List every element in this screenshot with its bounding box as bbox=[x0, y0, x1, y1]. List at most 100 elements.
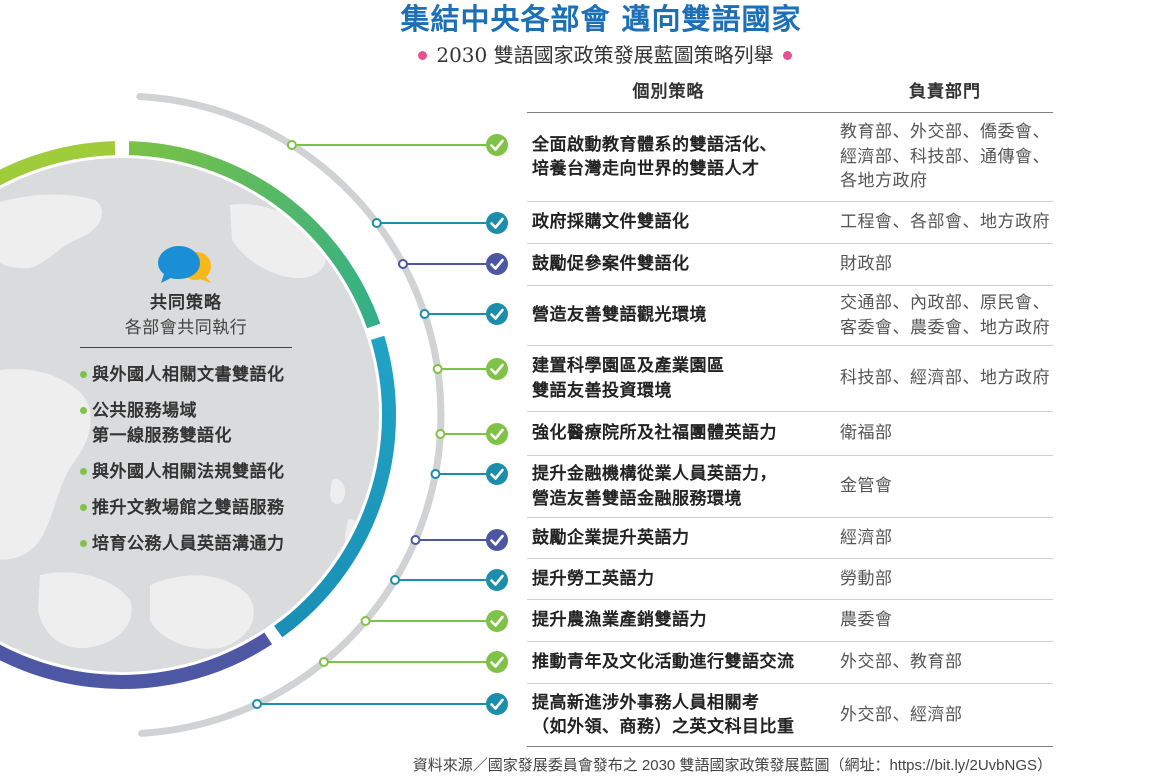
check-mark bbox=[490, 468, 504, 480]
check-circle-icon bbox=[486, 651, 508, 673]
map-landmass bbox=[150, 575, 254, 649]
table-row: 政府採購文件雙語化工程會、各部會、地方政府 bbox=[527, 202, 1053, 244]
strategy-cell: 營造友善雙語觀光環境 bbox=[532, 305, 707, 325]
check-circle-icon bbox=[486, 529, 508, 551]
connector-dot bbox=[397, 259, 408, 269]
check-mark bbox=[490, 217, 504, 229]
map-landmass bbox=[230, 204, 326, 279]
strategy-cell: 建置科學園區及產業園區 雙語友善投資環境 bbox=[532, 356, 725, 400]
ring-segment-teal bbox=[274, 335, 397, 638]
connector-dot bbox=[430, 469, 441, 479]
check-circle-bg bbox=[486, 651, 508, 673]
check-circle-bg bbox=[486, 212, 508, 234]
row-connector bbox=[371, 212, 508, 234]
connector-dot bbox=[435, 429, 446, 439]
table-row: 鼓勵企業提升英語力 經濟部 bbox=[527, 518, 1053, 559]
check-mark bbox=[490, 258, 504, 270]
strategy-cell: 推動青年及文化活動進行雙語交流 bbox=[532, 652, 795, 672]
common-strategy-title: 共同策略 bbox=[150, 293, 222, 312]
row-connector bbox=[435, 423, 508, 445]
strategy-cell: 全面啟動教育體系的雙語活化、 培養台灣走向世界的雙語人才 bbox=[532, 134, 777, 179]
row-connector bbox=[432, 358, 508, 380]
department-cell: 勞動部 bbox=[840, 568, 893, 588]
map-landmass bbox=[330, 479, 346, 505]
check-circle-icon bbox=[486, 358, 508, 380]
common-strategy-item-text: 公共服務場域 第一線服務雙語化 bbox=[92, 401, 232, 445]
strategy-cell: 提升金融機構從業人員英語力， 營造友善雙語金融服務環境 bbox=[532, 464, 777, 508]
check-mark bbox=[490, 139, 504, 151]
common-strategy-item-text: 與外國人相關法規雙語化 bbox=[92, 462, 285, 481]
table-row: 強化醫療院所及社福團體英語力衛福部 bbox=[527, 412, 1053, 456]
page-title: 集結中央各部會 邁向雙語國家 bbox=[400, 2, 802, 36]
connector-dot bbox=[252, 699, 263, 709]
common-strategy-item-text: 與外國人相關文書雙語化 bbox=[92, 365, 285, 384]
page-subtitle: 2030 雙語國家政策發展藍圖策略列舉 bbox=[301, 42, 909, 68]
bullet-dot bbox=[80, 407, 87, 414]
table-row: 提升農漁業產銷雙語力 農委會 bbox=[527, 600, 1053, 642]
check-mark bbox=[490, 363, 504, 375]
bullet-dot bbox=[80, 371, 87, 378]
check-mark bbox=[490, 698, 504, 710]
strategy-cell: 提升農漁業產銷雙語力 bbox=[532, 610, 707, 630]
strategy-cell: 鼓勵促參案件雙語化 bbox=[532, 254, 690, 274]
common-strategy-item: 與外國人相關文書雙語化 bbox=[80, 362, 310, 387]
bullet-dot bbox=[80, 540, 87, 547]
table-row: 提升金融機構從業人員英語力， 營造友善雙語金融服務環境金管會 bbox=[527, 456, 1053, 518]
check-circle-icon bbox=[486, 303, 508, 325]
check-circle-bg bbox=[486, 253, 508, 275]
row-connector bbox=[419, 303, 508, 325]
ring-segment-yellow-green bbox=[0, 141, 116, 186]
department-cell: 經濟部 bbox=[840, 527, 893, 547]
common-strategy-item-text: 培育公務人員英語溝通力 bbox=[92, 534, 285, 553]
check-mark bbox=[490, 534, 504, 546]
row-connector bbox=[252, 693, 508, 715]
connector-dot bbox=[360, 616, 371, 626]
check-circle-bg bbox=[486, 610, 508, 632]
strategy-cell: 提升勞工英語力 bbox=[532, 568, 655, 588]
map-landmass bbox=[38, 572, 132, 649]
row-connector bbox=[286, 134, 508, 156]
common-strategy-item: 培育公務人員英語溝通力 bbox=[80, 531, 310, 556]
check-mark bbox=[490, 656, 504, 668]
row-connector bbox=[390, 569, 508, 591]
check-mark bbox=[490, 574, 504, 586]
row-connector bbox=[410, 529, 508, 551]
connector-dot bbox=[390, 575, 401, 585]
check-circle-bg bbox=[486, 569, 508, 591]
row-connector bbox=[318, 651, 508, 673]
pink-dot-left bbox=[418, 51, 428, 60]
check-circle-bg bbox=[486, 463, 508, 485]
department-cell: 外交部、教育部 bbox=[840, 652, 963, 672]
common-strategy-subtitle: 各部會共同執行 bbox=[124, 318, 248, 337]
source-footer: 資料來源／國家發展委員會發布之 2030 雙語國家政策發展藍圖（網址：https… bbox=[412, 757, 1052, 774]
outer-gray-arc bbox=[136, 93, 445, 737]
connector-dot bbox=[318, 657, 329, 667]
map-landmass bbox=[0, 194, 103, 269]
common-divider bbox=[80, 347, 292, 348]
common-strategy-item-text: 推升文教場館之雙語服務 bbox=[92, 498, 285, 517]
department-cell: 工程會、各部會、地方政府 bbox=[840, 212, 1050, 232]
check-circle-bg bbox=[486, 529, 508, 551]
column-header-dept: 負責部門 bbox=[909, 82, 981, 101]
common-strategy-item: 公共服務場域 第一線服務雙語化 bbox=[80, 398, 310, 448]
department-cell: 交通部、內政部、原民會、 客委會、農委會、地方政府 bbox=[840, 293, 1050, 337]
department-cell: 農委會 bbox=[840, 610, 893, 630]
table-row: 推動青年及文化活動進行雙語交流 外交部、教育部 bbox=[527, 642, 1053, 684]
chat-bubbles-icon bbox=[158, 246, 211, 283]
globe-disk bbox=[0, 158, 379, 672]
ring-segment-green bbox=[128, 141, 381, 329]
table-row: 提高新進涉外事務人員相關考 （如外領、商務）之英文科目比重外交部、經濟部 bbox=[527, 684, 1053, 747]
department-cell: 科技部、經濟部、地方政府 bbox=[840, 368, 1050, 388]
check-circle-bg bbox=[486, 423, 508, 445]
strategy-cell: 鼓勵企業提升英語力 bbox=[532, 527, 690, 547]
check-mark bbox=[490, 615, 504, 627]
ring-segment-indigo bbox=[0, 632, 273, 689]
world-map bbox=[0, 194, 361, 649]
chat-bubble-blue bbox=[158, 246, 200, 283]
connector-dot bbox=[371, 218, 382, 228]
check-circle-icon bbox=[486, 693, 508, 715]
row-connector bbox=[360, 610, 508, 632]
check-circle-icon bbox=[486, 463, 508, 485]
header-divider bbox=[527, 112, 1053, 113]
check-circle-icon bbox=[486, 212, 508, 234]
